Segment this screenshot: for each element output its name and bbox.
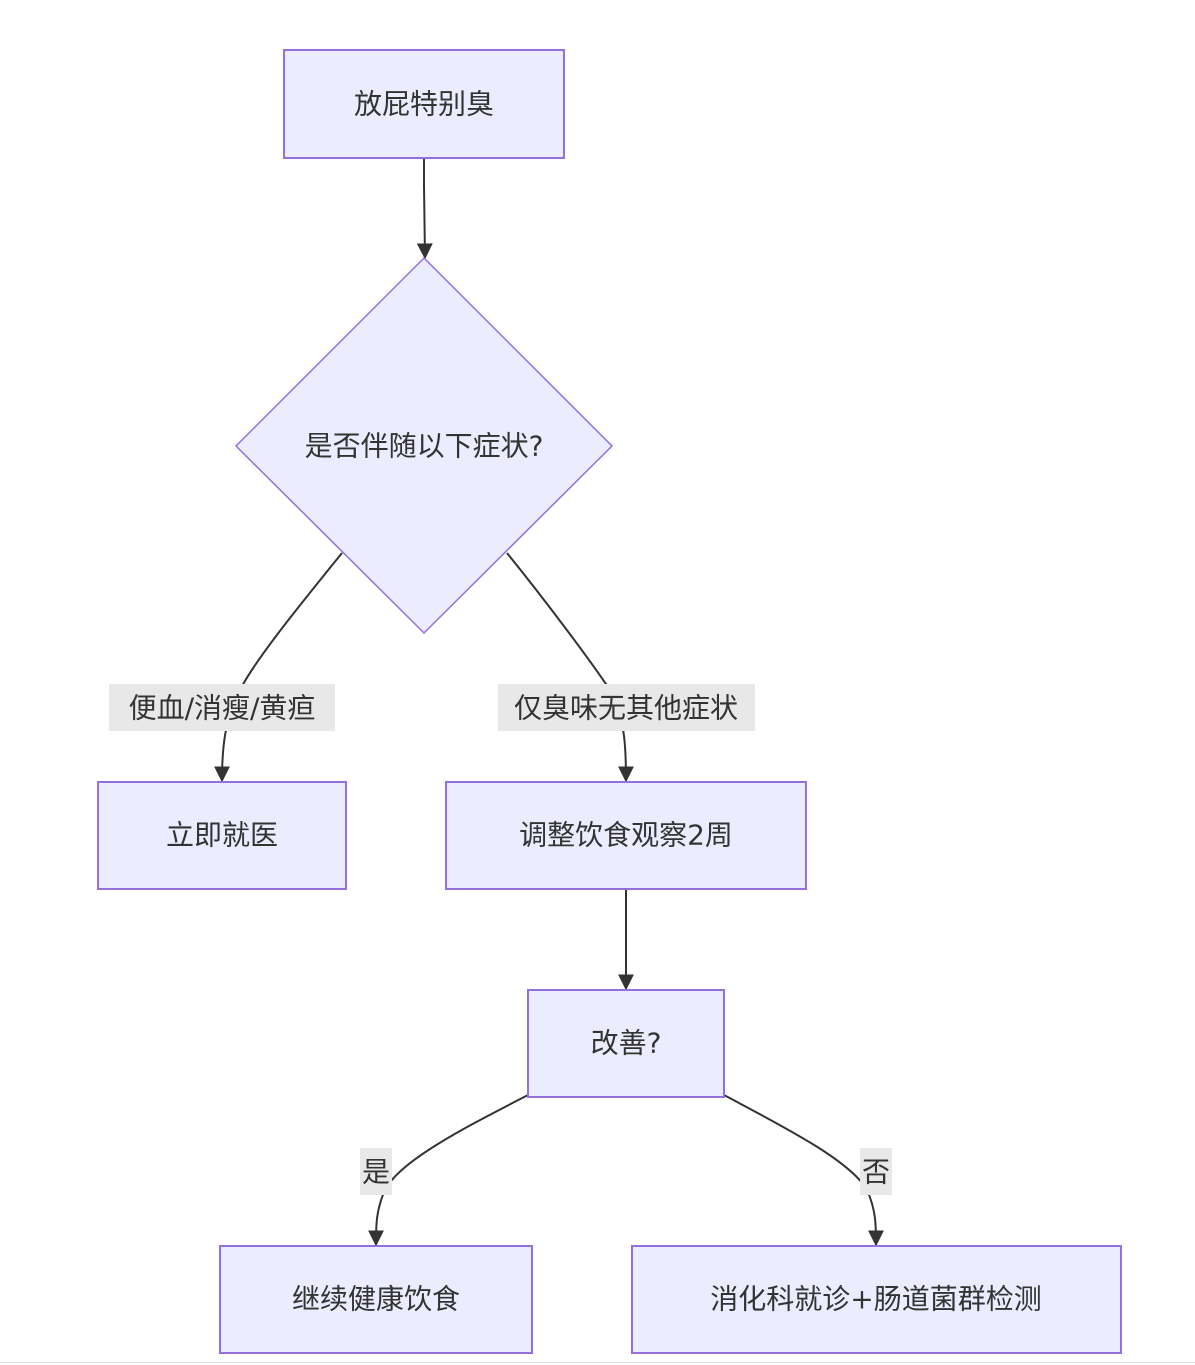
bottom-divider [0,1362,1195,1363]
edge-improved-to-continue-diet [368,1094,529,1247]
edge-improved-to-gastro [723,1094,884,1247]
edge-start-to-decision [416,158,433,260]
edge-decision-to-see-doctor [214,552,343,783]
node-gastro-visit-text: 消化科就诊+肠道菌群检测 [710,1283,1041,1316]
node-adjust-diet: 调整饮食观察2周 [445,781,807,890]
edge-label-severe-symptoms-text: 便血/消瘦/黄疸 [129,692,316,725]
edge-label-smell-only-text: 仅臭味无其他症状 [514,692,738,725]
node-start-text: 放屁特别臭 [354,88,494,121]
edge-label-severe-symptoms: 便血/消瘦/黄疸 [109,684,335,731]
node-start: 放屁特别臭 [283,49,565,159]
node-decision-symptoms-text: 是否伴随以下症状? [305,430,544,463]
edge-label-yes-text: 是 [362,1156,390,1189]
edge-label-no-text: 否 [862,1156,890,1189]
node-continue-diet: 继续健康饮食 [219,1245,533,1354]
node-decision-symptoms: 是否伴随以下症状? [234,256,614,635]
edge-label-no: 否 [860,1148,892,1195]
node-improved-decision: 改善? [527,989,725,1098]
node-continue-diet-text: 继续健康饮食 [292,1283,460,1316]
node-improved-decision-text: 改善? [591,1027,662,1060]
node-see-doctor-text: 立即就医 [166,819,278,852]
node-see-doctor: 立即就医 [97,781,347,890]
edge-label-yes: 是 [360,1148,392,1195]
edge-decision-to-adjust-diet [506,552,634,783]
edge-label-smell-only: 仅臭味无其他症状 [498,684,755,731]
node-adjust-diet-text: 调整饮食观察2周 [519,819,733,852]
node-gastro-visit: 消化科就诊+肠道菌群检测 [631,1245,1122,1354]
